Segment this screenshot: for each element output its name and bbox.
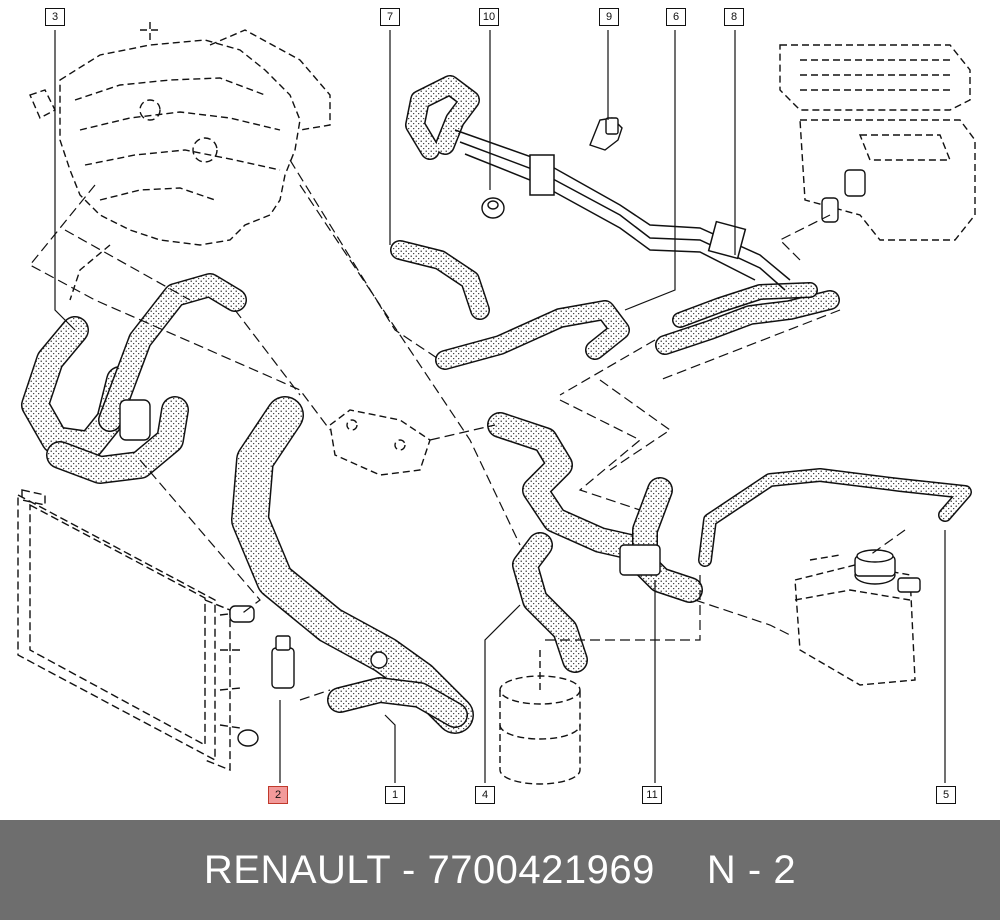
radiator [17,489,246,772]
callout-9[interactable]: 9 [599,8,619,26]
oil-filter [499,650,581,785]
position-code-text: N - 2 [706,847,797,892]
callout-11[interactable]: 11 [642,786,662,804]
temp-sensor-2 [271,647,295,689]
callout-2[interactable]: 2 [268,786,288,804]
engine-block [29,22,331,301]
small-parts [119,117,661,689]
tank-cap [854,549,921,593]
callout-7[interactable]: 7 [380,8,400,26]
callout-4[interactable]: 4 [475,786,495,804]
heater-core [779,44,976,241]
thermostat-housing [329,409,431,476]
callout-6[interactable]: 6 [666,8,686,26]
dashed-routes [29,159,906,701]
callout-8[interactable]: 8 [724,8,744,26]
radiator-outlets [229,605,259,747]
callout-5[interactable]: 5 [936,786,956,804]
leader-lines [54,30,946,783]
part-number-text: RENAULT - 7700421969 [203,847,655,892]
heater-pipes [821,169,866,223]
footer-bar: RENAULT - 7700421969 N - 2 [0,820,1000,920]
callout-1[interactable]: 1 [385,786,405,804]
callout-3[interactable]: 3 [45,8,65,26]
hoses [21,75,972,734]
cooling-system-diagram [17,22,976,785]
callout-10[interactable]: 10 [479,8,499,26]
pipe-assembly [454,129,791,291]
